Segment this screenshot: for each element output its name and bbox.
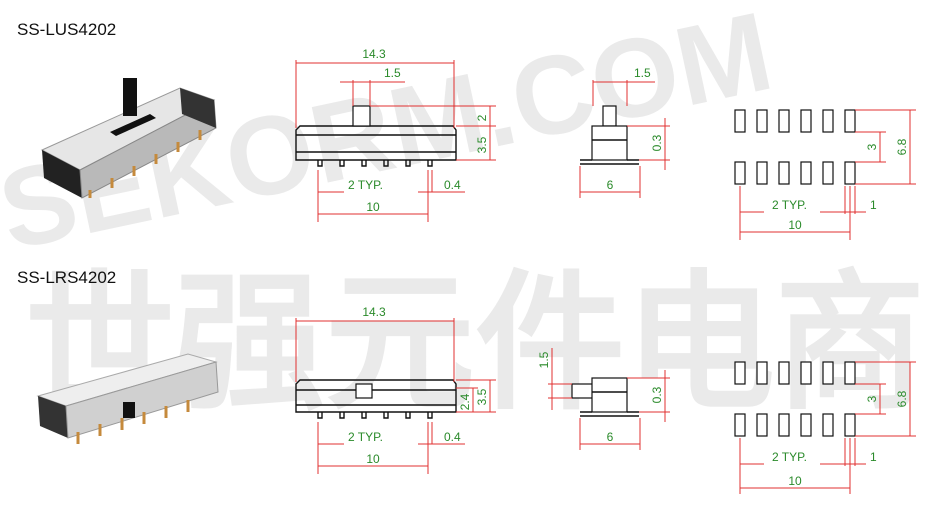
product-title-2: SS-LRS4202 [17,268,117,287]
front-view-1: 14.3 1.5 2 3.5 2 TYP. 0.4 10 [295,47,496,222]
dim-span-2: 10 [366,452,380,466]
side-pin-2: 0.3 [650,386,664,403]
dim-pin-1: 0.4 [444,178,461,192]
side-view-2: 1.5 0.3 6 [537,348,670,450]
fp-span-2: 10 [788,474,802,488]
fp-pitch-1: 2 TYP. [772,198,807,212]
dim-pin-2: 0.4 [444,430,461,444]
side-pin-1: 0.3 [650,134,664,151]
fp-row-gap-2: 3 [865,395,879,402]
dim-pitch-2: 2 TYP. [348,430,383,444]
side-width-1: 6 [607,178,614,192]
side-view-1: 1.5 0.3 6 [579,66,670,198]
side-width-2: 6 [607,430,614,444]
front-view-2: 14.3 2.4 3.5 2 TYP. 0.4 10 [295,305,496,474]
fp-pitch-2: 2 TYP. [772,450,807,464]
dim-body-height-1: 3.5 [475,136,489,153]
product-photo-2 [36,353,219,444]
fp-height-2: 6.8 [895,390,909,407]
product-photo-1 [40,78,217,199]
dim-height-b-2: 3.5 [475,388,489,405]
side-actuator-1: 1.5 [634,66,651,80]
fp-pad-1: 1 [870,198,877,212]
dim-pitch-1: 2 TYP. [348,178,383,192]
dim-overall-2: 14.3 [362,305,386,319]
fp-pad-2: 1 [870,450,877,464]
dim-span-1: 10 [366,200,380,214]
fp-height-1: 6.8 [895,138,909,155]
side-actuator-2: 1.5 [537,351,551,368]
fp-span-1: 10 [788,218,802,232]
dim-act-height-1: 2 [475,114,489,121]
fp-row-gap-1: 3 [865,143,879,150]
dim-overall-1: 14.3 [362,47,386,61]
product-title-1: SS-LUS4202 [17,20,117,39]
footprint-1: 6.8 3 2 TYP. 1 10 [734,109,916,240]
footprint-2: 6.8 3 2 TYP. 1 10 [734,361,916,494]
dim-height-a-2: 2.4 [458,393,472,410]
dim-actuator-1: 1.5 [384,66,401,80]
